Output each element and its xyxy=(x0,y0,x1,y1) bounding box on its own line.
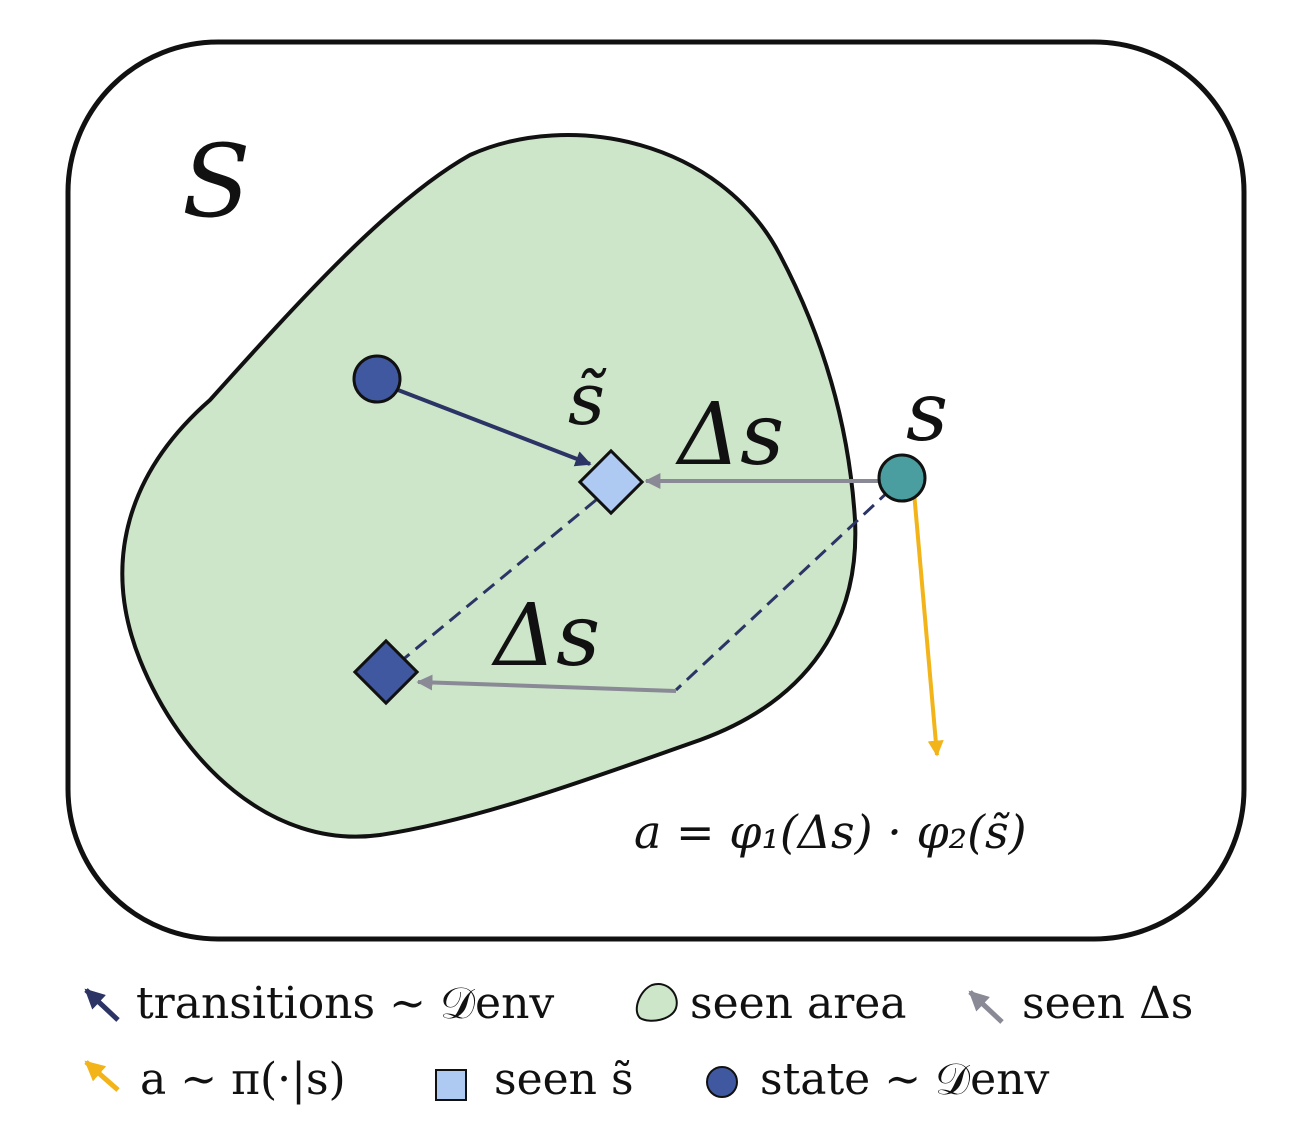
transition-arrow xyxy=(397,388,592,467)
action-arrow xyxy=(912,491,944,757)
state-dot-icon xyxy=(706,1066,738,1098)
result-state-marker xyxy=(352,638,420,706)
dashed-link-left xyxy=(399,498,597,664)
legend-seen-delta-text: seen Δs xyxy=(1022,978,1193,1029)
state-dot xyxy=(352,354,402,404)
space-label: S xyxy=(182,123,251,240)
legend-seen-area-text: seen area xyxy=(690,978,907,1029)
delta-s-label-bottom: Δs xyxy=(491,586,600,686)
seen-delta-arrow-icon xyxy=(968,990,1004,1024)
current-state-dot xyxy=(877,453,927,503)
seen-square-icon xyxy=(435,1069,467,1101)
seen-area-region xyxy=(120,133,858,839)
seen-s-tilde-marker xyxy=(577,448,645,516)
legend-row-1: transitions ∼ 𝒟env seen area seen Δs xyxy=(84,978,1193,1029)
action-formula: a = φ₁(Δs) · φ₂(s̃) xyxy=(634,805,1027,859)
seen-delta-arrow-bottom xyxy=(416,674,677,693)
action-arrow-icon xyxy=(84,1060,120,1092)
dashed-link-right xyxy=(674,488,892,692)
legend-transitions-text: transitions ∼ 𝒟env xyxy=(136,978,554,1029)
delta-s-label-top: Δs xyxy=(675,385,784,485)
legend-seen-s-text: seen s̃ xyxy=(494,1054,634,1105)
legend-row-2: a ∼ π(·|s) seen s̃ state ∼ 𝒟env xyxy=(84,1054,1050,1105)
transition-arrow-icon xyxy=(84,988,120,1022)
s-tilde-label: s̃ xyxy=(568,357,607,441)
legend-state-text: state ∼ 𝒟env xyxy=(760,1054,1050,1105)
s-label: s xyxy=(906,365,948,460)
legend-action-text: a ∼ π(·|s) xyxy=(140,1054,346,1105)
seen-area-icon xyxy=(635,983,678,1022)
